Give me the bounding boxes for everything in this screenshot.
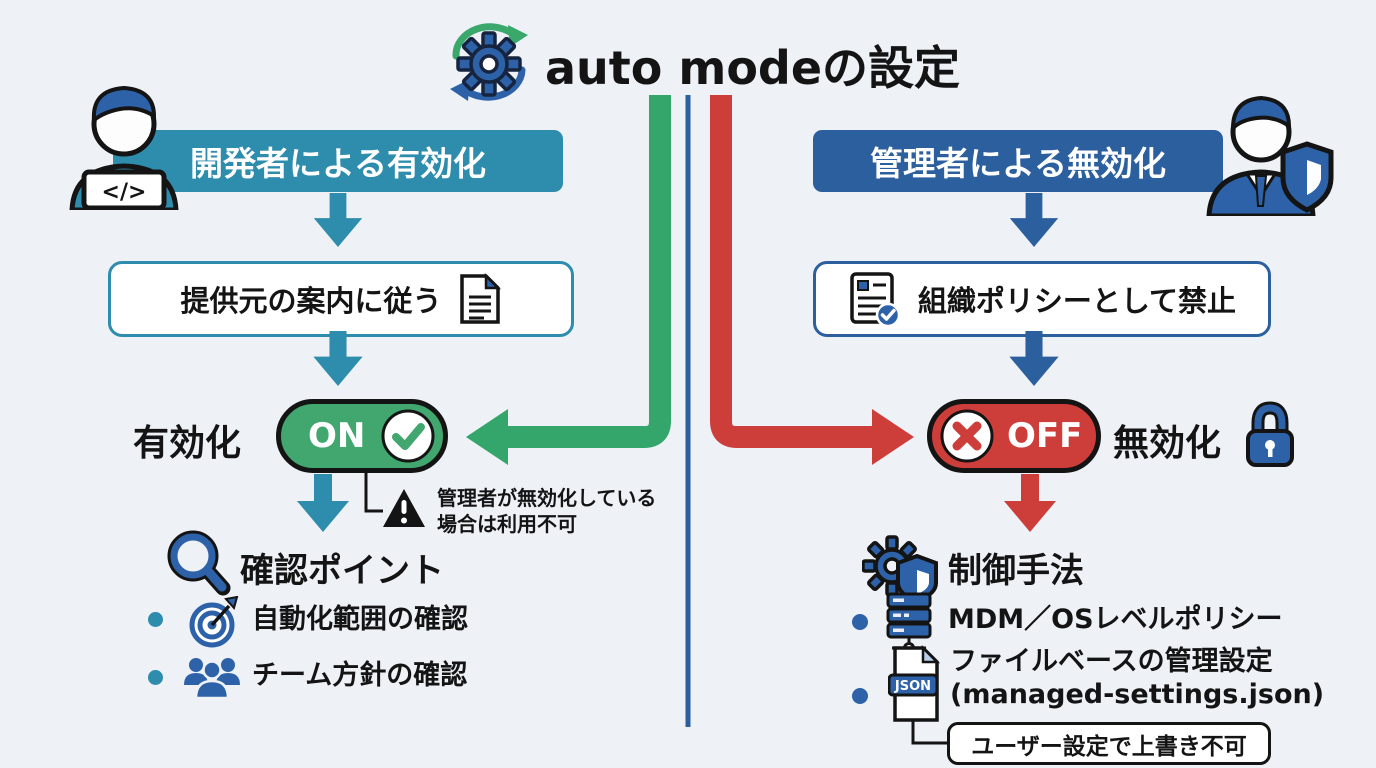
left-section-heading: 確認ポイント (240, 551, 444, 591)
red-arrow-down-icon (1004, 474, 1056, 532)
document-icon (459, 273, 501, 324)
laptop-code-glyph: </> (102, 180, 147, 205)
right-header-bar: 管理者による無効化 (813, 130, 1223, 192)
left-bullet-dot-1 (148, 612, 163, 627)
green-flow-line (506, 95, 671, 448)
on-toggle-label: ON (308, 416, 366, 456)
on-toggle: ON (276, 399, 448, 473)
note-connector-line (911, 719, 949, 745)
left-bullet-1-label: 自動化範囲の確認 (252, 604, 468, 635)
override-note-box: ユーザー設定で上書き不可 (947, 722, 1271, 765)
off-toggle-label: OFF (1007, 416, 1083, 456)
right-bullet-1-label: MDM／OSレベルポリシー (948, 604, 1283, 635)
warning-connector-line (364, 473, 383, 513)
left-arrow-down-1-icon (313, 193, 363, 247)
check-circle-icon (381, 409, 435, 463)
right-bullet-dot-1 (852, 614, 868, 630)
left-state-label: 有効化 (133, 423, 242, 464)
left-arrow-down-3-icon (297, 474, 349, 532)
left-bullet-dot-2 (148, 670, 163, 685)
magnifier-icon (167, 530, 231, 596)
left-arrow-down-2-icon (313, 331, 363, 386)
right-arrow-down-2-icon (1009, 331, 1059, 386)
warning-triangle-icon (383, 489, 425, 527)
right-bullet-2-label: ファイルベースの管理設定 (managed-settings.json) (950, 646, 1324, 712)
lock-icon (1246, 401, 1294, 467)
team-icon (184, 658, 240, 699)
policy-check-icon (850, 272, 901, 327)
sync-gear-icon (450, 23, 528, 101)
right-bullet-2-line-1: ファイルベースの管理設定 (950, 646, 1273, 677)
warning-line-2: 場合は利用不可 (437, 512, 577, 536)
right-bullet-2-line-2: (managed-settings.json) (950, 678, 1325, 710)
left-step-label: 提供元の案内に従う (180, 284, 442, 318)
right-section-heading: 制御手法 (948, 551, 1084, 591)
x-circle-icon (940, 409, 994, 463)
right-arrow-down-1-icon (1009, 193, 1059, 247)
right-step-box: 組織ポリシーとして禁止 (813, 261, 1271, 337)
warning-text: 管理者が無効化している 場合は利用不可 (437, 485, 656, 537)
page-title: auto modeの設定 (545, 41, 961, 95)
json-file-icon: JSON (888, 645, 941, 722)
warning-line-1: 管理者が無効化している (437, 486, 657, 510)
developer-icon: </> (69, 85, 179, 210)
admin-shield-icon (1206, 95, 1334, 216)
right-step-label: 組織ポリシーとして禁止 (917, 284, 1237, 318)
off-toggle: OFF (927, 399, 1101, 473)
json-badge-label: JSON (894, 679, 931, 694)
gear-shield-icon (862, 535, 938, 604)
right-bullet-dot-2 (852, 688, 868, 704)
left-header-bar: 開発者による有効化 (113, 130, 563, 192)
left-bullet-2-label: チーム方針の確認 (252, 660, 468, 691)
red-arrowhead-icon (872, 409, 914, 465)
left-step-box: 提供元の案内に従う (108, 261, 574, 337)
right-state-label: 無効化 (1113, 423, 1222, 464)
target-icon (189, 596, 239, 648)
red-flow-line (710, 95, 874, 448)
green-arrowhead-icon (466, 409, 508, 465)
